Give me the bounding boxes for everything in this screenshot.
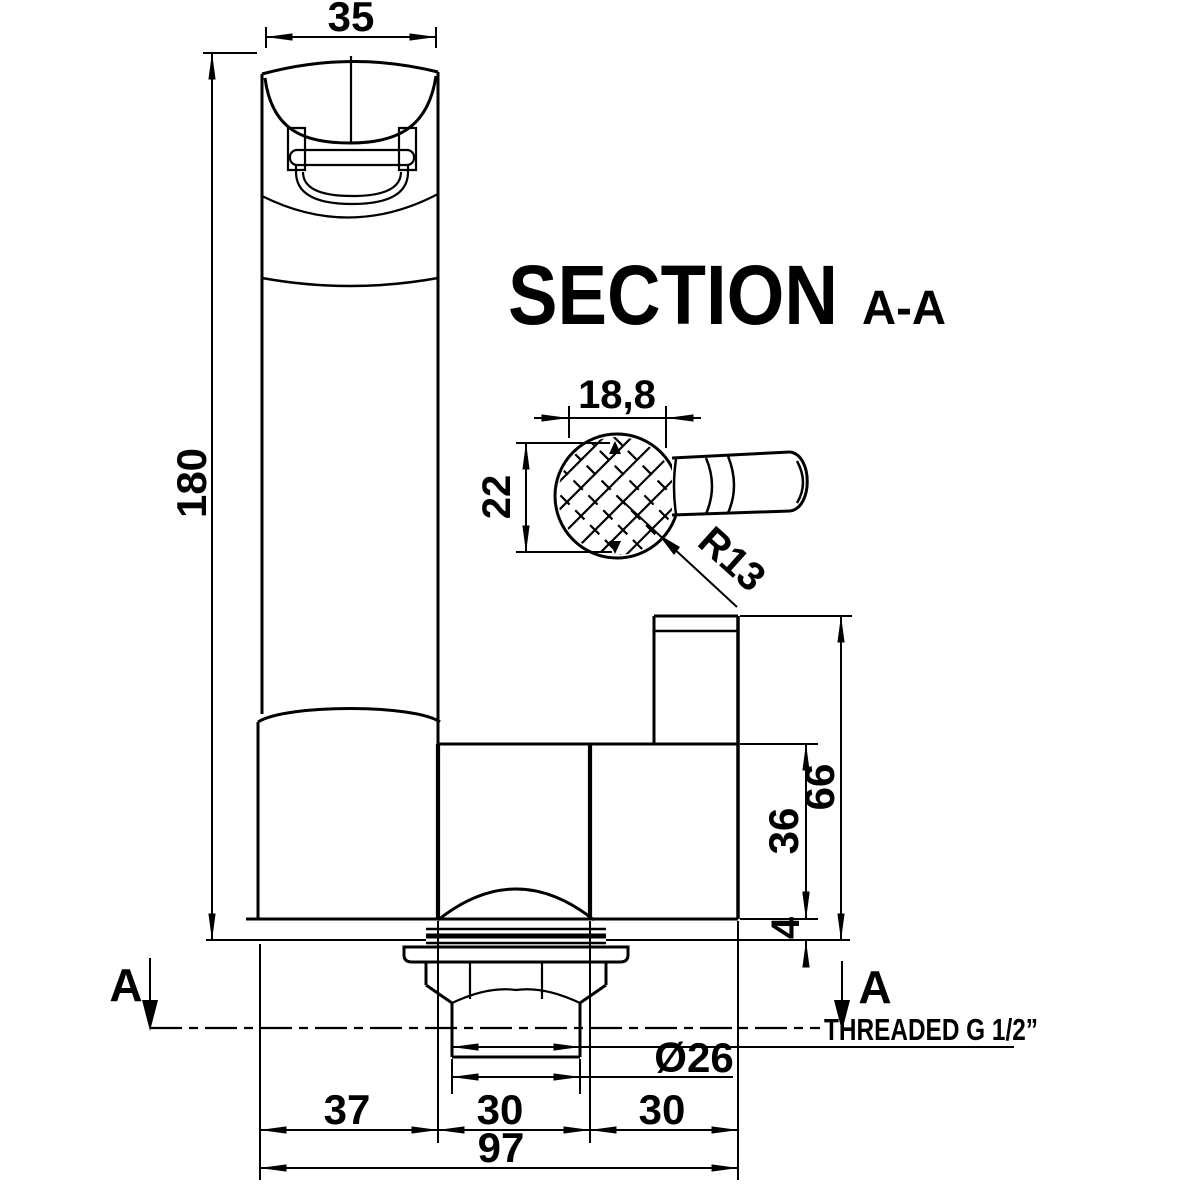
dim-body-span-left: 30 bbox=[477, 1086, 524, 1133]
thread-note-label: THREADED G 1/2” bbox=[824, 1012, 1038, 1047]
dim-lever-section-width: 18,8 bbox=[578, 373, 656, 417]
section-view-label: A-A bbox=[862, 282, 946, 335]
dim-body-span-right: 30 bbox=[639, 1086, 686, 1133]
dim-overall-height: 180 bbox=[168, 448, 215, 518]
radius-arrow bbox=[658, 534, 680, 555]
lever-section-detail bbox=[553, 432, 809, 560]
dim-overall-width: 97 bbox=[478, 1124, 525, 1171]
detail-top-tick bbox=[609, 441, 621, 454]
dim-stem-height: 66 bbox=[796, 764, 843, 811]
lever-handle bbox=[672, 452, 808, 515]
detail-bottom-tick bbox=[609, 541, 621, 554]
faucet-outline bbox=[246, 56, 740, 921]
labels: SECTION A-A 35 180 18,8 22 R13 66 36 4 3… bbox=[109, 0, 1038, 1171]
section-arrow-left bbox=[142, 1000, 158, 1031]
section-arrow-right bbox=[834, 1000, 850, 1031]
dim-spout-width: 35 bbox=[328, 0, 375, 40]
section-cut-line bbox=[142, 958, 850, 1031]
dim-lever-section-radius: R13 bbox=[690, 518, 774, 600]
shank-diameter-label: Ø26 bbox=[654, 1034, 733, 1081]
section-marker-right: A bbox=[858, 961, 891, 1013]
dim-lever-section-height: 22 bbox=[475, 475, 519, 520]
section-marker-left: A bbox=[109, 959, 142, 1011]
section-title: SECTION bbox=[508, 248, 838, 342]
dim-body-height: 36 bbox=[760, 808, 807, 855]
base-mounting-assembly bbox=[402, 887, 630, 1059]
dim-base-thickness: 4 bbox=[764, 916, 808, 939]
dim-spout-offset: 37 bbox=[324, 1086, 371, 1133]
dimension-lines bbox=[203, 27, 1014, 1180]
